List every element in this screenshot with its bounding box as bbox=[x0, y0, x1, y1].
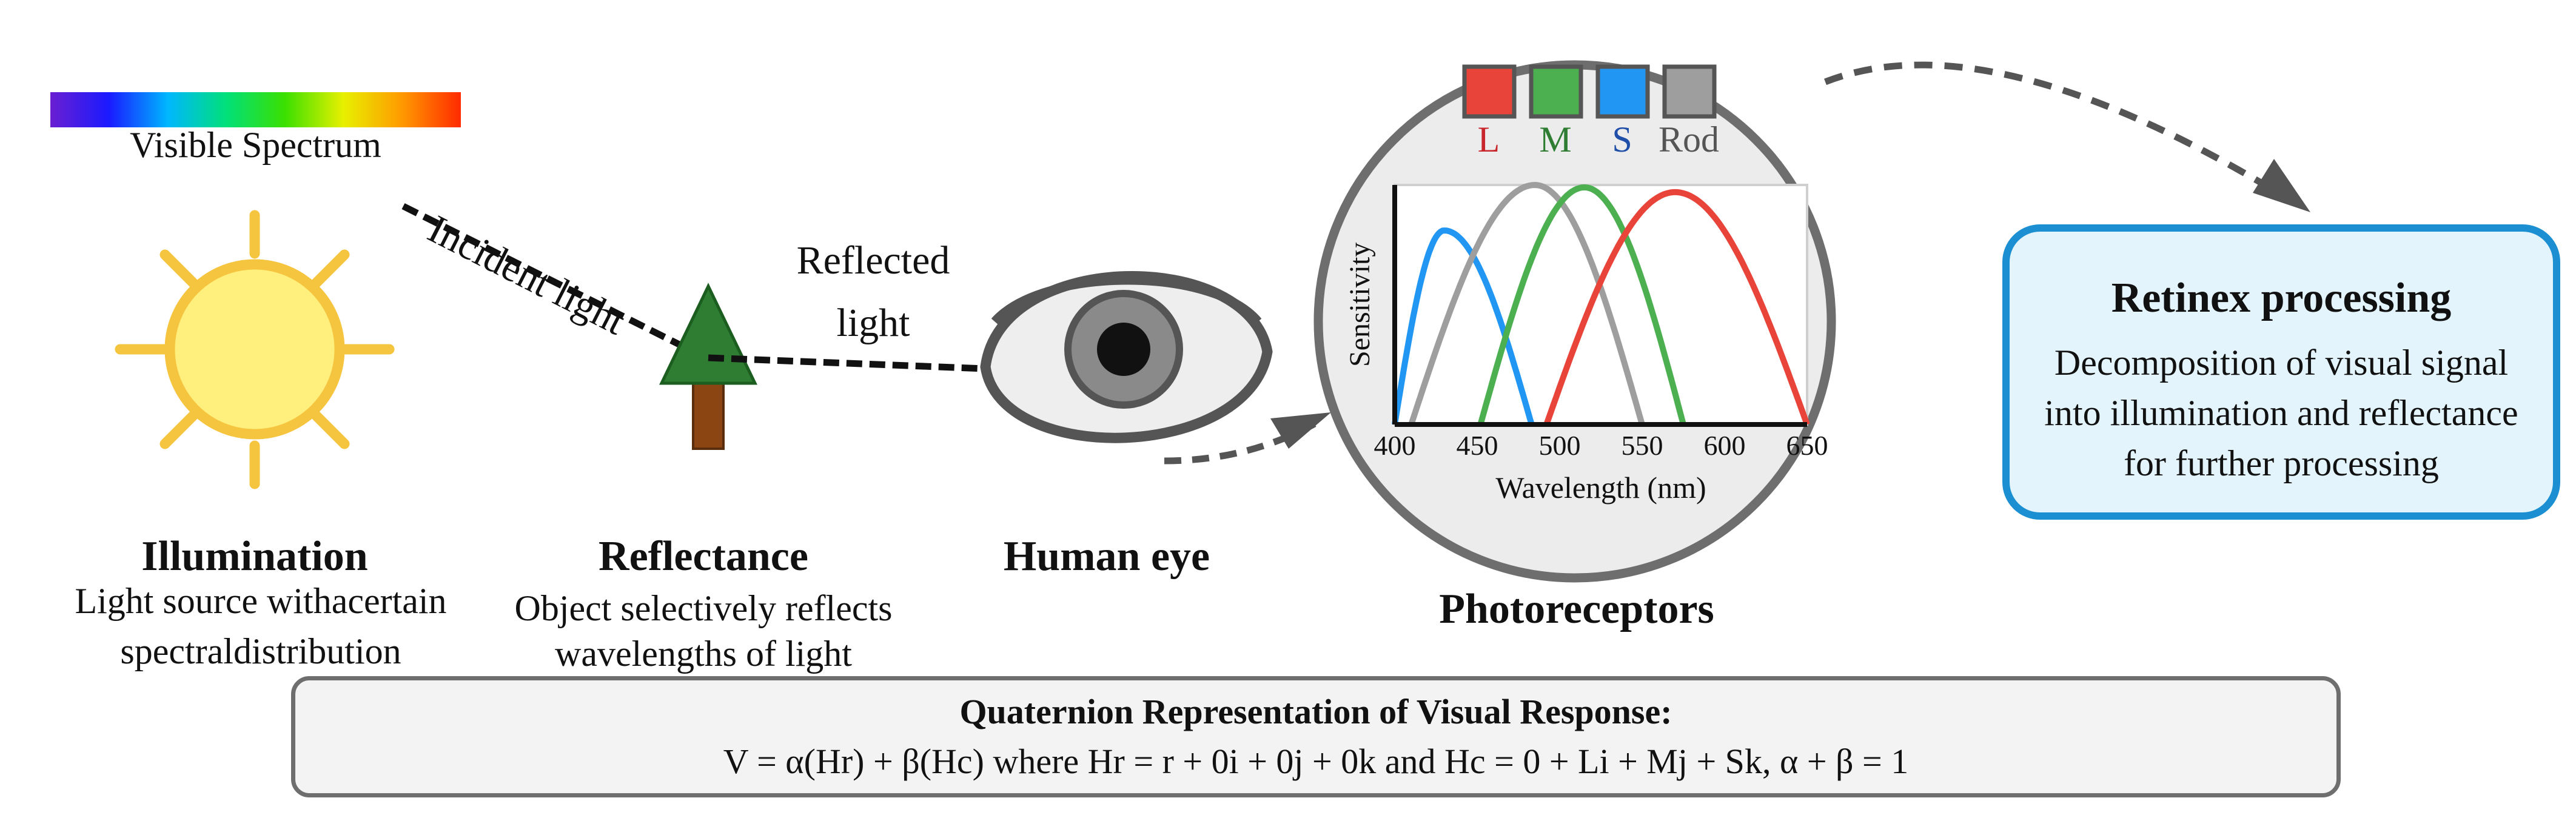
quaternion-formula: V = α(Hr) + β(Hc) where Hr = r + 0i + 0j… bbox=[723, 742, 1909, 781]
arrowhead-eye bbox=[1270, 412, 1331, 449]
incident-light-ray bbox=[401, 203, 710, 362]
legend-swatch-l bbox=[1462, 64, 1517, 119]
arrowhead-retinex bbox=[2253, 159, 2310, 212]
legend-swatch-s bbox=[1595, 64, 1650, 119]
arrow-photoreceptors-to-retinex bbox=[1824, 61, 2282, 197]
retinex-desc-line2: into illumination and reflectance bbox=[2044, 393, 2518, 433]
curve-s bbox=[1392, 227, 1535, 426]
quaternion-title: Quaternion Representation of Visual Resp… bbox=[959, 692, 1672, 731]
curve-l bbox=[1543, 189, 1810, 426]
sun-icon bbox=[115, 210, 395, 489]
illumination-desc-line2: spectraldistribution bbox=[120, 631, 401, 671]
reflectance-desc-line2: wavelengths of light bbox=[555, 634, 852, 674]
legend-label-l: L bbox=[1477, 119, 1500, 159]
chart-xlabel: Wavelength (nm) bbox=[1495, 471, 1706, 505]
sensitivity-curves bbox=[1392, 182, 1810, 426]
legend-swatch-rod bbox=[1662, 64, 1717, 119]
visible-spectrum-label: Visible Spectrum bbox=[130, 125, 381, 165]
illumination-desc-line1: Light source withacertain bbox=[75, 581, 447, 621]
curve-m bbox=[1477, 184, 1686, 426]
photoreceptors-title: Photoreceptors bbox=[1439, 586, 1714, 632]
legend-label-m: M bbox=[1539, 119, 1572, 159]
curve-rod bbox=[1408, 182, 1645, 426]
legend-squares bbox=[1462, 64, 1717, 119]
retinex-desc-line1: Decomposition of visual signal bbox=[2054, 343, 2509, 383]
plot-area bbox=[1394, 184, 1808, 426]
legend-swatch-m bbox=[1529, 64, 1583, 119]
x-tick-label: 450 bbox=[1456, 430, 1498, 461]
visible-spectrum-bar bbox=[50, 92, 461, 127]
reflectance-title: Reflectance bbox=[599, 533, 808, 580]
chart-ylabel: Sensitivity bbox=[1344, 242, 1376, 367]
legend-label-s: S bbox=[1612, 119, 1632, 159]
x-tick-label: 600 bbox=[1703, 430, 1746, 461]
illumination-title: Illumination bbox=[141, 533, 368, 580]
retinex-title: Retinex processing bbox=[2111, 275, 2452, 321]
x-tick-label: 400 bbox=[1374, 430, 1416, 461]
human-eye-title: Human eye bbox=[1003, 533, 1210, 580]
quaternion-box: Quaternion Representation of Visual Resp… bbox=[291, 676, 2341, 797]
retinex-processing-box: Retinex processing Decomposition of visu… bbox=[2002, 224, 2560, 520]
retinex-desc-line3: for further processing bbox=[2124, 443, 2439, 483]
reflectance-desc-line1: Object selectively reflects bbox=[514, 588, 893, 628]
reflected-light-ray bbox=[708, 354, 986, 372]
tree-icon bbox=[659, 283, 757, 450]
legend-label-rod: Rod bbox=[1658, 119, 1720, 159]
eye-icon bbox=[980, 271, 1273, 443]
x-tick-label: 650 bbox=[1786, 430, 1828, 461]
reflected-light-label-line2: light bbox=[836, 301, 910, 345]
reflected-light-label-line1: Reflected bbox=[796, 238, 950, 283]
x-tick-label: 550 bbox=[1621, 430, 1663, 461]
x-tick-label: 500 bbox=[1538, 430, 1581, 461]
